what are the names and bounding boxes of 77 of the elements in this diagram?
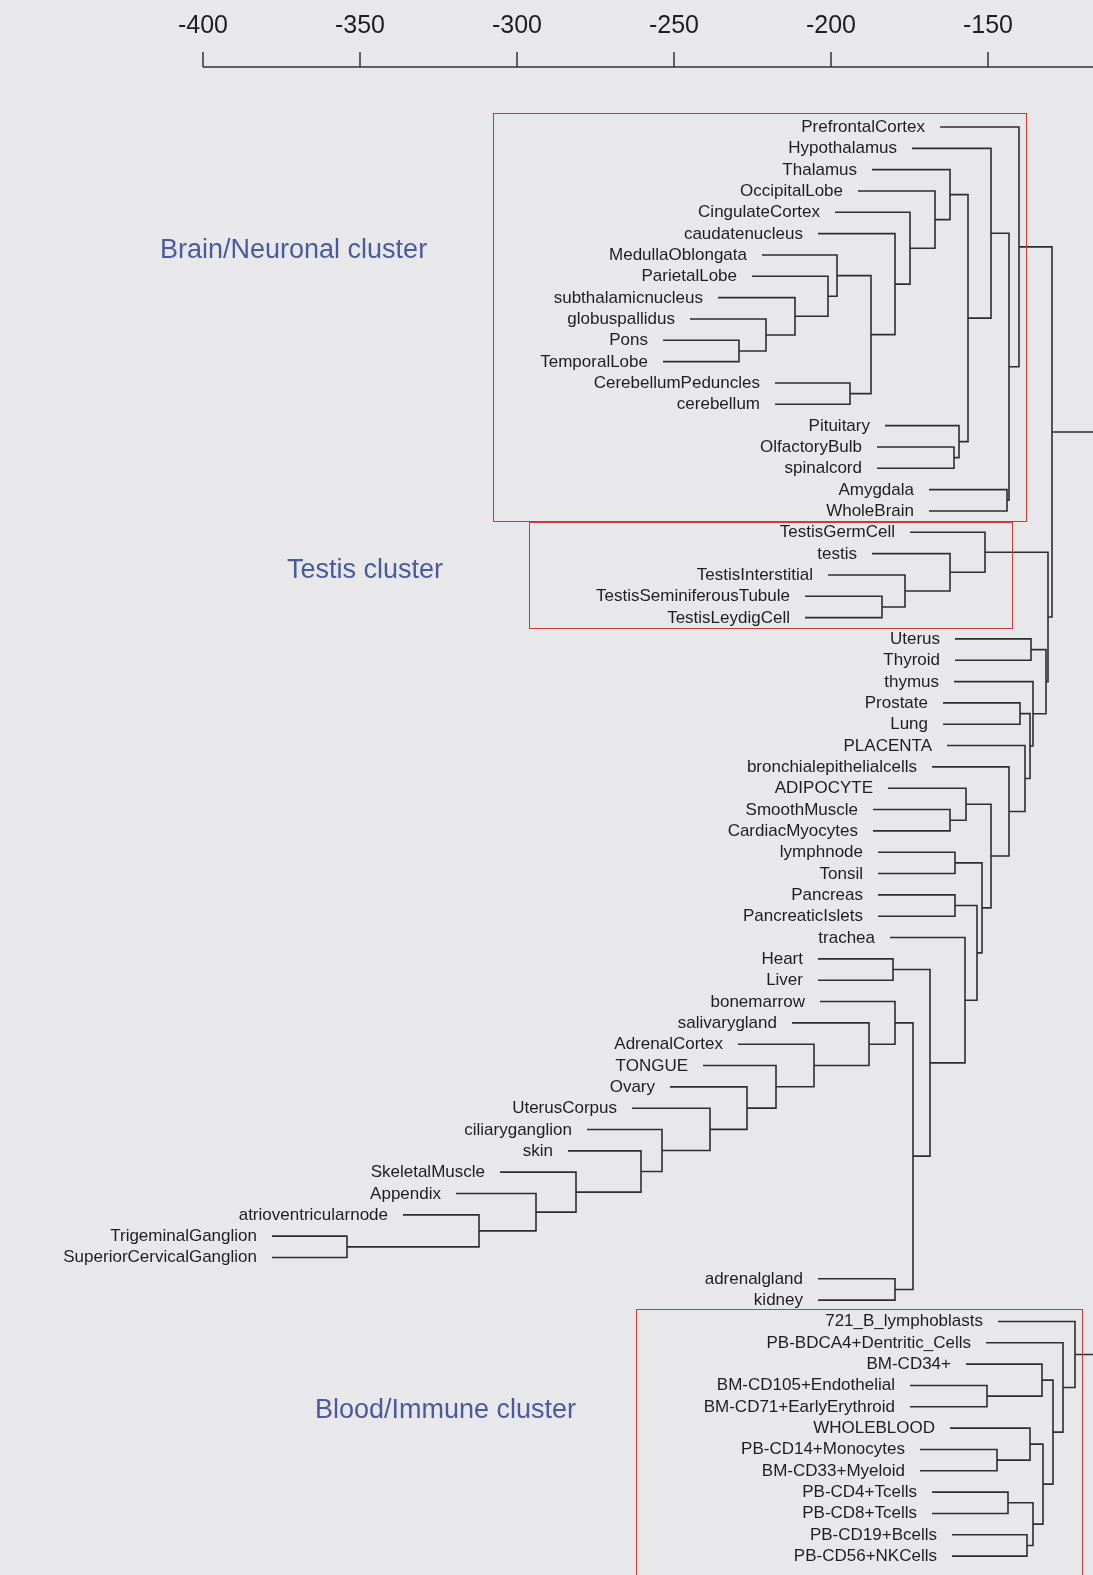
tissue-label: atrioventricularnode bbox=[238, 1204, 388, 1225]
tissue-label: WHOLEBLOOD bbox=[813, 1418, 935, 1439]
tissue-label: Heart bbox=[761, 948, 803, 969]
tissue-label: subthalamicnucleus bbox=[553, 287, 703, 308]
tissue-label: Appendix bbox=[370, 1183, 441, 1204]
tissue-label: testis bbox=[817, 543, 857, 564]
tissue-label: OccipitalLobe bbox=[740, 181, 843, 201]
cluster-heading: Blood/Immune cluster bbox=[315, 1393, 577, 1425]
tissue-label: TONGUE bbox=[615, 1055, 688, 1076]
tissue-label: SmoothMuscle bbox=[745, 799, 858, 820]
axis-tick-label: -250 bbox=[649, 9, 699, 39]
cluster-heading: Brain/Neuronal cluster bbox=[160, 233, 428, 265]
tissue-label: BM-CD71+EarlyErythroid bbox=[703, 1396, 895, 1417]
tissue-label: Tonsil bbox=[819, 863, 863, 884]
tissue-label: PB-CD4+Tcells bbox=[802, 1482, 917, 1503]
tissue-label: Prostate bbox=[864, 692, 928, 713]
tissue-label: bronchialepithelialcells bbox=[746, 756, 917, 777]
tissue-label: BM-CD33+Myeloid bbox=[761, 1460, 905, 1481]
tissue-label: Ovary bbox=[609, 1076, 655, 1097]
tissue-label: 721_B_lymphoblasts bbox=[825, 1311, 983, 1332]
tissue-label: cerebellum bbox=[676, 394, 760, 415]
tissue-label: caudatenucleus bbox=[683, 223, 803, 244]
tissue-label: CingulateCortex bbox=[698, 202, 820, 223]
tissue-label: trachea bbox=[818, 927, 875, 948]
axis-tick-label: -400 bbox=[178, 9, 228, 39]
tissue-label: ciliaryganglion bbox=[464, 1119, 572, 1140]
tissue-label: PB-CD14+Monocytes bbox=[741, 1439, 905, 1460]
tissue-label: WholeBrain bbox=[826, 500, 914, 521]
tissue-label: Thyroid bbox=[883, 650, 940, 671]
tissue-label: BM-CD105+Endothelial bbox=[716, 1375, 895, 1396]
tissue-label: bonemarrow bbox=[710, 991, 805, 1012]
tissue-label: globuspallidus bbox=[567, 308, 675, 329]
tissue-label: CerebellumPeduncles bbox=[593, 372, 760, 393]
tissue-label: Lung bbox=[890, 714, 928, 735]
tissue-label: PB-CD8+Tcells bbox=[802, 1503, 917, 1524]
tissue-label: lymphnode bbox=[779, 842, 863, 863]
tissue-label: Uterus bbox=[889, 628, 940, 649]
tissue-label: Liver bbox=[766, 970, 803, 991]
tissue-label: MedullaOblongata bbox=[609, 244, 747, 265]
axis-tick-label: -300 bbox=[492, 9, 542, 39]
tissue-label: SuperiorCervicalGanglion bbox=[63, 1247, 257, 1268]
tissue-label: Hypothalamus bbox=[788, 138, 897, 159]
cluster-heading: Testis cluster bbox=[287, 553, 444, 585]
tissue-label: Pons bbox=[609, 330, 648, 351]
tissue-label: kidney bbox=[753, 1290, 803, 1311]
tissue-label: TestisSeminiferousTubule bbox=[596, 586, 790, 607]
tissue-label: OlfactoryBulb bbox=[759, 436, 862, 457]
tissue-label: TrigeminalGanglion bbox=[110, 1226, 257, 1247]
tissue-label: ADIPOCYTE bbox=[774, 778, 873, 799]
tissue-label: UterusCorpus bbox=[512, 1098, 617, 1119]
tissue-label: PrefrontalCortex bbox=[801, 117, 925, 137]
tissue-label: TestisInterstitial bbox=[696, 564, 813, 585]
tissue-label: salivarygland bbox=[677, 1012, 777, 1033]
tissue-label: TestisGermCell bbox=[779, 522, 895, 543]
tissue-label: Amygdala bbox=[838, 479, 914, 500]
tissue-label: adrenalgland bbox=[704, 1268, 803, 1289]
tissue-label: PB-CD56+NKCells bbox=[793, 1546, 937, 1567]
tissue-label: ParietalLobe bbox=[641, 266, 737, 287]
axis-tick-label: -200 bbox=[806, 9, 856, 39]
tissue-label: Pituitary bbox=[808, 415, 870, 436]
tissue-label: skin bbox=[522, 1140, 553, 1161]
tissue-label: spinalcord bbox=[784, 458, 862, 479]
axis-tick-label: -150 bbox=[963, 9, 1013, 39]
tissue-label: AdrenalCortex bbox=[614, 1034, 723, 1055]
tissue-label: Pancreas bbox=[791, 884, 863, 905]
tissue-label: BM-CD34+ bbox=[866, 1354, 951, 1375]
tissue-label: SkeletalMuscle bbox=[370, 1162, 485, 1183]
tissue-label: TestisLeydigCell bbox=[667, 607, 790, 628]
tissue-label: thymus bbox=[884, 671, 939, 692]
tissue-label: CardiacMyocytes bbox=[727, 820, 858, 841]
tissue-label: PancreaticIslets bbox=[743, 906, 863, 927]
tissue-label: PB-CD19+Bcells bbox=[809, 1524, 937, 1545]
axis-tick-label: -350 bbox=[335, 9, 385, 39]
tissue-label: TemporalLobe bbox=[540, 351, 648, 372]
tissue-label: PLACENTA bbox=[843, 735, 932, 756]
tissue-label: PB-BDCA4+Dentritic_Cells bbox=[766, 1332, 971, 1353]
tissue-label: Thalamus bbox=[782, 159, 857, 180]
